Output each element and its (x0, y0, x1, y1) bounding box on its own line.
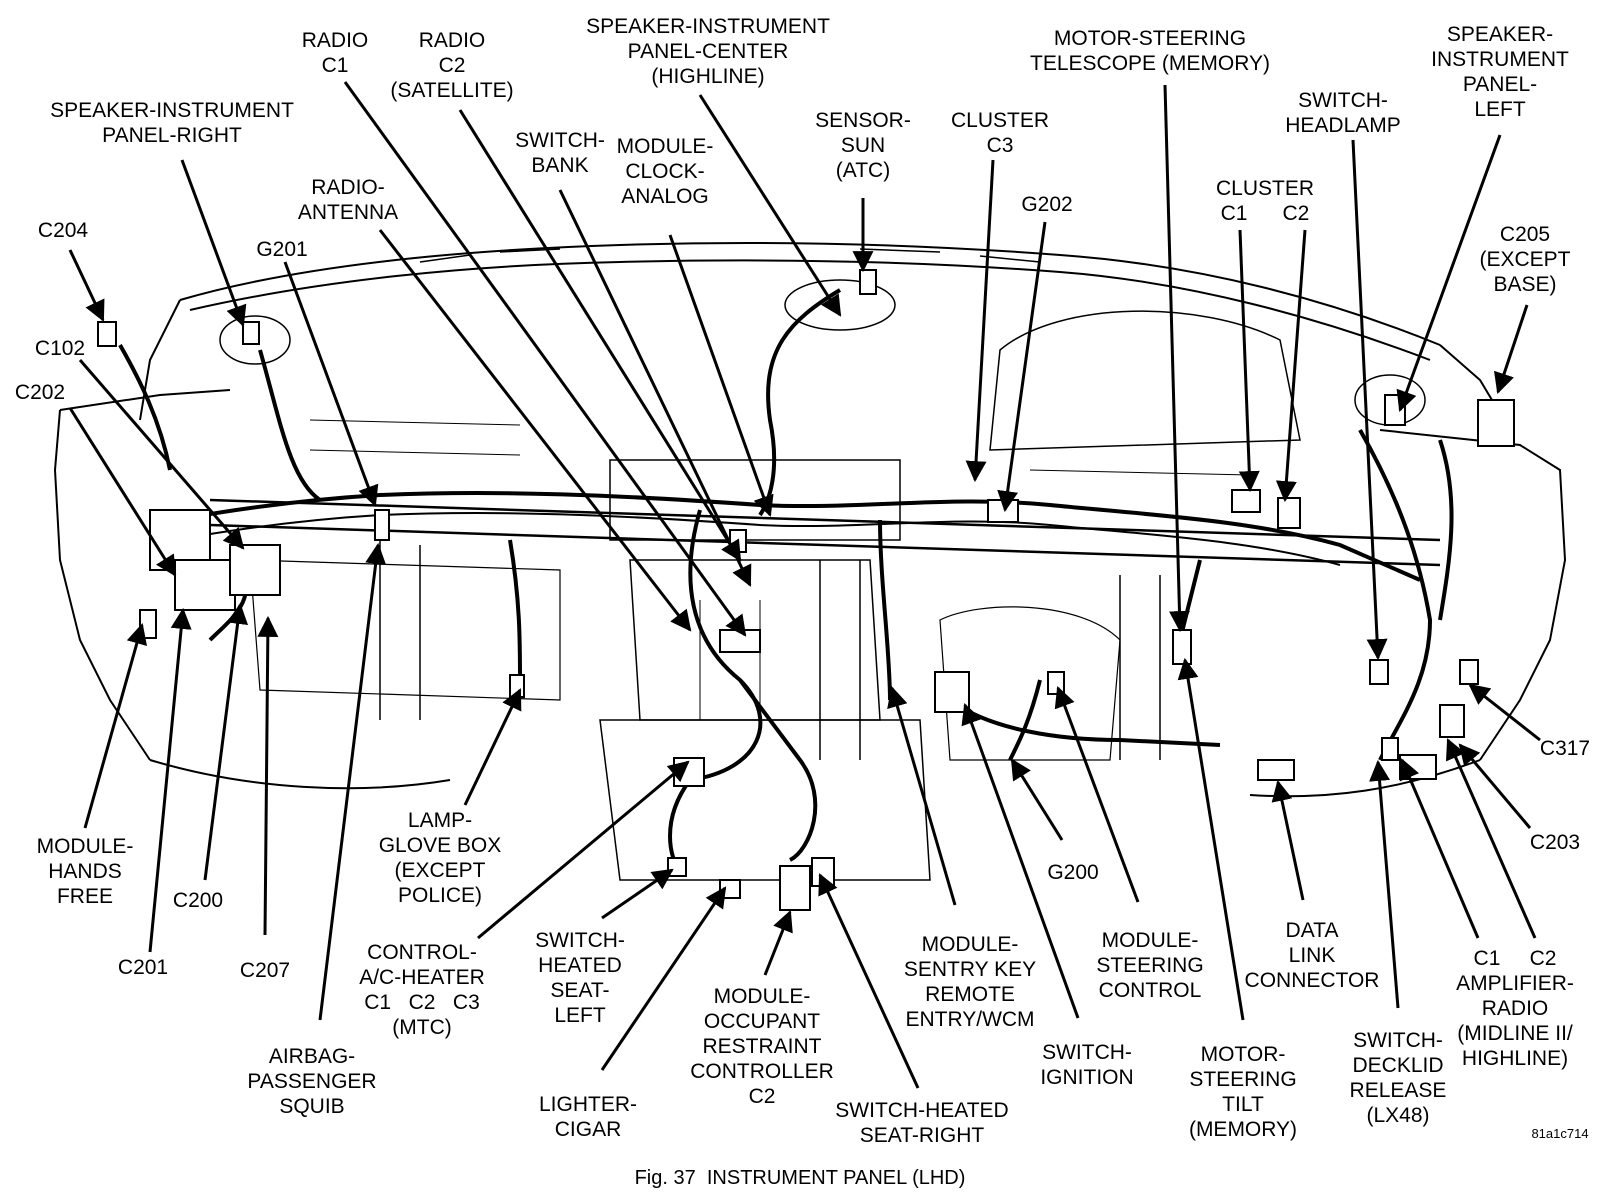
label-c207: C207 (239, 959, 291, 982)
label-switch-decklid-release: SWITCH- DECKLID RELEASE (LX48) (1349, 1029, 1447, 1127)
figure-caption: Fig. 37 INSTRUMENT PANEL (LHD) (634, 1167, 966, 1189)
leader-g201 (283, 261, 379, 507)
label-c202: C202 (14, 381, 66, 404)
label-cluster-c3: CLUSTER C3 (950, 109, 1050, 157)
label-switch-ignition: SWITCH- IGNITION (1040, 1041, 1134, 1089)
label-c205: C205 (EXCEPT BASE) (1479, 223, 1571, 296)
leader-c207 (257, 615, 279, 936)
leader-amp-c1 (1399, 758, 1480, 939)
label-lamp-glove-box: LAMP- GLOVE BOX (EXCEPT POLICE) (378, 809, 502, 907)
leader-radio-c2 (458, 109, 742, 562)
label-c102: C102 (34, 337, 86, 360)
label-reference-code: 81a1c714 (1531, 1126, 1589, 1141)
label-g200: G200 (1047, 861, 1099, 884)
label-g201: G201 (256, 238, 308, 261)
connectors (97, 269, 1515, 911)
leader-steering-control (1054, 686, 1140, 903)
leader-g200 (1010, 758, 1064, 841)
leader-switch-bank (558, 189, 752, 587)
label-sensor-sun: SENSOR- SUN (ATC) (815, 109, 911, 182)
leader-module-hands-free (83, 622, 147, 829)
leader-switch-headlamp (1351, 139, 1388, 661)
leader-radio-c1 (343, 81, 747, 637)
leader-speaker-left (1396, 134, 1502, 412)
leader-module-orc (763, 910, 793, 976)
label-data-link-connector: DATA LINK CONNECTOR (1244, 919, 1380, 992)
label-speaker-instrument-panel-right: SPEAKER-INSTRUMENT PANEL-RIGHT (50, 99, 294, 147)
leader-c202 (68, 407, 177, 577)
leader-cluster-c3 (965, 159, 995, 483)
wiring-harness (118, 288, 1454, 872)
label-c204: C204 (37, 219, 89, 242)
label-cluster-c1-c2: CLUSTER C1 C2 (1215, 177, 1315, 225)
label-radio-c1: RADIO C1 (301, 29, 369, 77)
leader-switch-decklid (1369, 759, 1400, 1009)
label-c203: C203 (1529, 831, 1581, 854)
label-switch-bank: SWITCH- BANK (515, 129, 605, 177)
leader-c204 (68, 249, 105, 322)
leader-control-ac (477, 760, 690, 940)
leader-heated-seat-right (818, 873, 920, 1089)
label-radio-c2: RADIO C2 (SATELLITE) (390, 29, 514, 102)
leader-motor-tilt (1177, 657, 1245, 1021)
label-module-hands-free: MODULE- HANDS FREE (36, 835, 134, 908)
label-module-occupant-restraint: MODULE- OCCUPANT RESTRAINT CONTROLLER C2 (690, 985, 834, 1108)
label-module-steering-control: MODULE- STEERING CONTROL (1096, 929, 1204, 1002)
leader-speaker-right (180, 159, 247, 327)
leader-radio-antenna (378, 229, 692, 632)
label-radio-antenna: RADIO- ANTENNA (297, 176, 399, 224)
label-motor-steering-tilt: MOTOR- STEERING TILT (MEMORY) (1188, 1043, 1298, 1141)
leader-g202 (997, 221, 1047, 513)
label-module-sentry-key: MODULE- SENTRY KEY REMOTE ENTRY/WCM (903, 933, 1037, 1031)
leader-c203 (1458, 743, 1532, 829)
leader-lamp-glove-box (463, 688, 522, 806)
label-lighter-cigar: LIGHTER- CIGAR (538, 1093, 638, 1141)
leader-heated-seat-left (601, 868, 674, 920)
leader-c200 (203, 602, 249, 881)
leader-speaker-center (698, 94, 842, 317)
leader-airbag (318, 542, 387, 1021)
label-control-ac-heater: CONTROL- A/C-HEATER C1 C2 C3 (MTC) (359, 941, 485, 1039)
label-speaker-instrument-panel-center: SPEAKER-INSTRUMENT PANEL-CENTER (HIGHLIN… (586, 15, 830, 88)
leader-c205 (1494, 304, 1529, 394)
label-g202: G202 (1021, 193, 1073, 216)
leader-lighter-cigar (600, 886, 727, 1071)
label-switch-heated-seat-left: SWITCH- HEATED SEAT- LEFT (535, 929, 625, 1027)
leader-amp-c2 (1445, 738, 1537, 939)
label-motor-steering-telescope: MOTOR-STEERING TELESCOPE (MEMORY) (1030, 27, 1270, 75)
label-c201: C201 (117, 956, 169, 979)
leader-module-skreem (887, 685, 957, 906)
label-switch-headlamp: SWITCH- HEADLAMP (1285, 89, 1401, 137)
leader-module-clock (668, 234, 774, 517)
panel-outline (53, 242, 1567, 881)
leader-lines (68, 81, 1541, 1089)
leader-c201 (148, 607, 192, 953)
leader-c102 (78, 359, 245, 550)
label-airbag-passenger-squib: AIRBAG- PASSENGER SQUIB (247, 1045, 377, 1118)
leader-switch-ignition (961, 703, 1080, 1019)
label-switch-heated-seat-right: SWITCH-HEATED SEAT-RIGHT (835, 1099, 1009, 1147)
leader-cluster-c2 (1275, 229, 1307, 503)
leader-motor-telescope (1163, 84, 1190, 633)
label-amplifier-radio: C1 C2 AMPLIFIER- RADIO (MIDLINE II/ HIGH… (1456, 947, 1574, 1070)
leader-cluster-c1 (1238, 229, 1260, 493)
label-module-clock-analog: MODULE- CLOCK- ANALOG (616, 135, 714, 208)
leader-c317 (1468, 683, 1541, 742)
label-c317: C317 (1539, 737, 1591, 760)
leader-data-link (1271, 779, 1305, 901)
label-c200: C200 (172, 889, 224, 912)
label-speaker-instrument-panel-left: SPEAKER- INSTRUMENT PANEL- LEFT (1431, 23, 1569, 121)
